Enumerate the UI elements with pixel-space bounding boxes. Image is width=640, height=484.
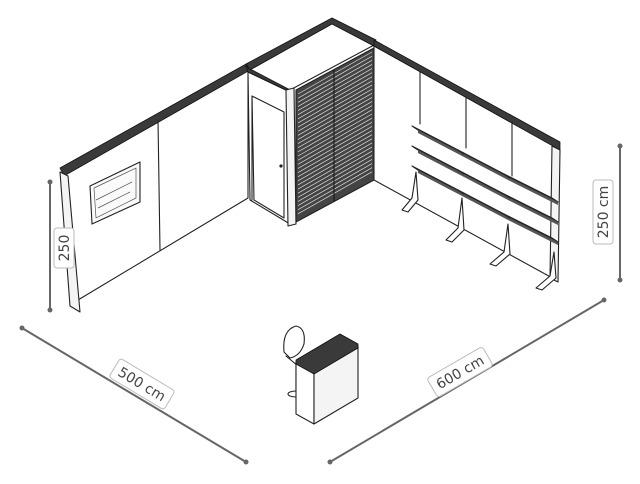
slat-line (297, 142, 373, 186)
shelf-edge (418, 130, 464, 157)
slat-line (297, 121, 373, 165)
shelf-edge (418, 170, 464, 197)
shelf-edge (464, 174, 510, 201)
shelf-edge (464, 154, 510, 181)
shelf-edge (510, 178, 558, 205)
slat-line (297, 146, 373, 190)
slat-line (297, 138, 373, 182)
left-back-wall (59, 63, 251, 313)
slat-line (297, 167, 373, 211)
label-left-width: 500 cm (109, 358, 175, 410)
right-back-wall (373, 39, 561, 283)
slat-line (297, 97, 373, 140)
door-handle-icon (279, 164, 283, 168)
label-height-right: 250 cm (592, 179, 614, 245)
slat-line (297, 171, 373, 215)
slat-line (297, 134, 373, 177)
slat-line (297, 130, 373, 173)
reception-counter (283, 325, 359, 425)
slat-line (297, 84, 373, 128)
dimension-height-right (617, 143, 623, 283)
slat-line (297, 68, 373, 111)
slat-line (297, 163, 373, 206)
storage-cabin (245, 17, 377, 227)
slat-line (297, 150, 373, 194)
slat-line (297, 88, 373, 132)
slat-line (297, 155, 373, 198)
shelf-edge (510, 198, 558, 225)
shelf-edge (464, 194, 510, 221)
slat-line (297, 51, 373, 95)
slat-line (297, 126, 373, 169)
label-height-right-text: 250 cm (596, 186, 612, 239)
slat-line (297, 101, 373, 144)
slat-line (297, 159, 373, 202)
slat-line (297, 64, 373, 107)
slat-line (297, 109, 373, 153)
dimension-left-width (19, 325, 249, 465)
slat-line (297, 93, 373, 136)
wall-screen (89, 161, 141, 225)
label-height-left-text: 250 (57, 235, 73, 262)
slat-line (297, 72, 373, 115)
slat-line (297, 76, 373, 120)
slat-line (297, 113, 373, 157)
wall-shelves (401, 125, 559, 291)
slat-line (297, 59, 373, 103)
slat-line (297, 80, 373, 124)
label-height-left: 250 (53, 227, 75, 269)
slat-line (297, 105, 373, 149)
slat-line (297, 55, 373, 99)
slatwall-panel (295, 47, 375, 223)
shelf-edge (510, 218, 558, 245)
shelf-edge (418, 150, 464, 177)
slat-line (297, 117, 373, 161)
dimension-height-left (47, 179, 53, 313)
